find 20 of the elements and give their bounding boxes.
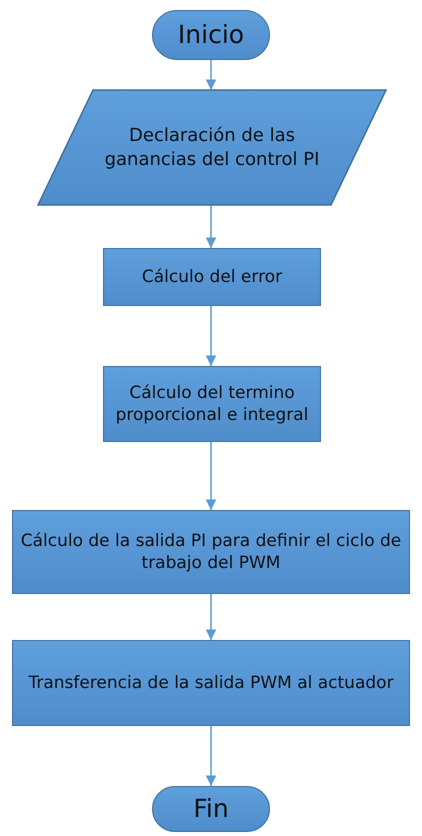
node-label: Fin bbox=[193, 792, 229, 825]
process-box bbox=[103, 248, 321, 306]
node-label: Cálculo del termino proporcional e integral bbox=[114, 382, 310, 426]
arrow bbox=[206, 205, 216, 248]
arrow bbox=[206, 594, 216, 640]
arrow bbox=[206, 442, 216, 510]
node-label: Transferencia de la salida PWM al actuador bbox=[28, 672, 394, 694]
start-terminal bbox=[152, 10, 270, 60]
node-label: Inicio bbox=[178, 18, 244, 51]
node-label: Cálculo de la salida PI para definir el ciclo de trabajo del PWM bbox=[20, 530, 402, 574]
process-box bbox=[103, 366, 321, 442]
process-box bbox=[12, 510, 410, 594]
node-label: Cálculo del error bbox=[142, 266, 282, 288]
node-label: Declaración de las ganancias del control PI bbox=[104, 124, 320, 171]
arrow bbox=[206, 60, 216, 90]
input-parallelogram bbox=[38, 90, 386, 205]
process-box bbox=[12, 640, 410, 726]
arrow bbox=[206, 726, 216, 786]
end-terminal bbox=[152, 786, 270, 832]
arrow bbox=[206, 306, 216, 366]
